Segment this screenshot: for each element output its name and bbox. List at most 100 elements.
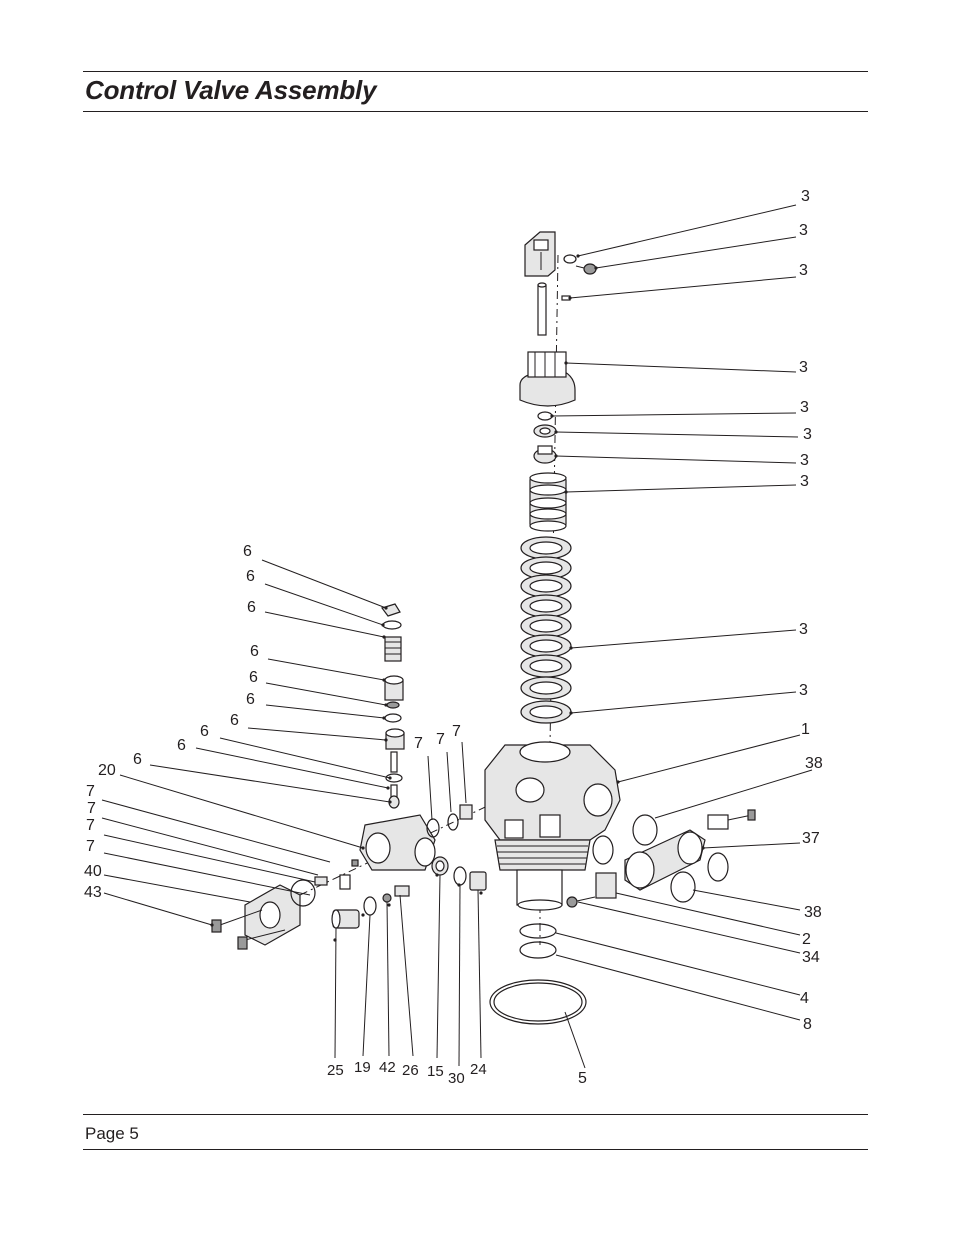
- piston-retainer: [533, 445, 557, 464]
- callout-left-3: 6: [247, 599, 256, 616]
- callout-right-3: 3: [799, 262, 808, 279]
- callout-left-2: 6: [246, 568, 255, 585]
- callout-right-10: 3: [799, 682, 808, 699]
- callout-left-4: 6: [250, 643, 259, 660]
- screw-bypass: [727, 809, 756, 821]
- leader-arrows: [210, 254, 705, 942]
- screen-26: [394, 885, 410, 897]
- callout-right-17: 4: [800, 990, 809, 1007]
- seal-6: [385, 728, 405, 750]
- callout-bottom-7: 24: [470, 1061, 487, 1078]
- callouts-left: 6 6 6 6 6 6 6 6 6 6 20 7 7 7 7 40 43: [84, 543, 259, 901]
- screw-43b: [237, 929, 286, 950]
- callout-right-12: 38: [805, 755, 823, 772]
- callout-bottom-1: 25: [327, 1062, 344, 1079]
- page-title: Control Valve Assembly: [85, 75, 377, 105]
- callout-left-7: 6: [230, 712, 239, 729]
- o-ring-38b: [592, 835, 614, 865]
- callout-bottom-5: 15: [427, 1063, 444, 1080]
- callout-left-14: 7: [86, 817, 95, 834]
- o-ring-38a: [632, 814, 658, 846]
- header-top-rule: [83, 71, 868, 72]
- o-ring-30: [453, 866, 467, 886]
- screw-34: [566, 896, 596, 908]
- o-ring-6b: [384, 713, 402, 723]
- piston-rod: [537, 282, 547, 336]
- callout-right-7: 3: [800, 452, 809, 469]
- leader-lines-upper: [427, 741, 467, 821]
- callout-left-9: 6: [177, 737, 186, 754]
- cap-7: [459, 804, 473, 820]
- callout-right-18: 8: [803, 1016, 812, 1033]
- header-bottom-rule: [83, 111, 868, 112]
- drive-cap: [519, 351, 576, 407]
- callout-left-16: 40: [84, 863, 102, 880]
- washer-6: [382, 620, 402, 630]
- callout-upper-3: 7: [452, 723, 461, 740]
- callout-left-15: 7: [86, 838, 95, 855]
- nozzle-25: [331, 909, 360, 929]
- callout-left-1: 6: [243, 543, 252, 560]
- stem-6: [385, 751, 403, 809]
- callout-bottom-3: 42: [379, 1059, 396, 1076]
- o-ring-7b: [447, 813, 459, 831]
- o-ring-19: [363, 896, 377, 916]
- leader-lines-left: [101, 559, 391, 926]
- spring-6: [384, 636, 402, 662]
- callout-left-13: 7: [87, 800, 96, 817]
- part-42: [382, 893, 392, 903]
- callout-right-9: 3: [799, 621, 808, 638]
- small-parts-7: [314, 859, 359, 890]
- callout-bottom-8: 5: [578, 1070, 587, 1087]
- callout-right-16: 34: [802, 949, 820, 966]
- cap-6: [384, 675, 404, 701]
- clip-2: [595, 872, 617, 899]
- o-ring-38d: [707, 852, 729, 882]
- o-ring-8: [519, 941, 557, 959]
- washer-top: [563, 254, 577, 264]
- o-ring-7a: [426, 818, 440, 838]
- callout-right-13: 37: [802, 830, 820, 847]
- o-ring-4: [519, 923, 557, 939]
- clip-6a: [381, 603, 401, 617]
- callout-left-8: 6: [200, 723, 209, 740]
- callout-left-11: 20: [98, 762, 116, 779]
- callout-bottom-6: 30: [448, 1070, 465, 1087]
- callout-left-12: 7: [86, 783, 95, 800]
- callouts-right: 3 3 3 3 3 3 3 3 3 3 1 38 37 38 2 34 4 8: [799, 188, 823, 1033]
- tank-seal-5: [489, 979, 587, 1025]
- callout-right-15: 2: [802, 931, 811, 948]
- o-ring-small: [537, 411, 553, 421]
- washer-15: [431, 856, 449, 876]
- callouts-upper: 7 7 7: [414, 723, 461, 752]
- callout-upper-2: 7: [436, 731, 445, 748]
- callout-right-1: 3: [801, 188, 810, 205]
- footer-bottom-rule: [83, 1149, 868, 1150]
- callout-right-6: 3: [803, 426, 812, 443]
- callout-right-14: 38: [804, 904, 822, 921]
- spacer-ring: [533, 424, 557, 438]
- callout-left-6: 6: [246, 691, 255, 708]
- leader-lines-bottom: [334, 874, 482, 1067]
- adapter-40: [244, 879, 316, 946]
- callout-right-2: 3: [799, 222, 808, 239]
- leader-lines-right: [551, 204, 813, 1069]
- valve-body: [484, 741, 621, 911]
- piston: [529, 472, 567, 532]
- callout-left-5: 6: [249, 669, 258, 686]
- callout-bottom-2: 19: [354, 1059, 371, 1076]
- screw-top: [575, 263, 597, 275]
- callout-right-5: 3: [800, 399, 809, 416]
- callout-left-17: 43: [84, 884, 102, 901]
- callout-upper-1: 7: [414, 735, 423, 752]
- plug-24: [469, 871, 487, 891]
- seal-spacer-stack: [520, 536, 572, 724]
- callouts-bottom: 25 19 42 26 15 30 24 5: [327, 1059, 587, 1087]
- callout-right-4: 3: [799, 359, 808, 376]
- o-ring-38c: [670, 871, 696, 903]
- footer-top-rule: [83, 1114, 868, 1115]
- callout-right-8: 3: [800, 473, 809, 490]
- callout-left-10: 6: [133, 751, 142, 768]
- callout-bottom-4: 26: [402, 1062, 419, 1079]
